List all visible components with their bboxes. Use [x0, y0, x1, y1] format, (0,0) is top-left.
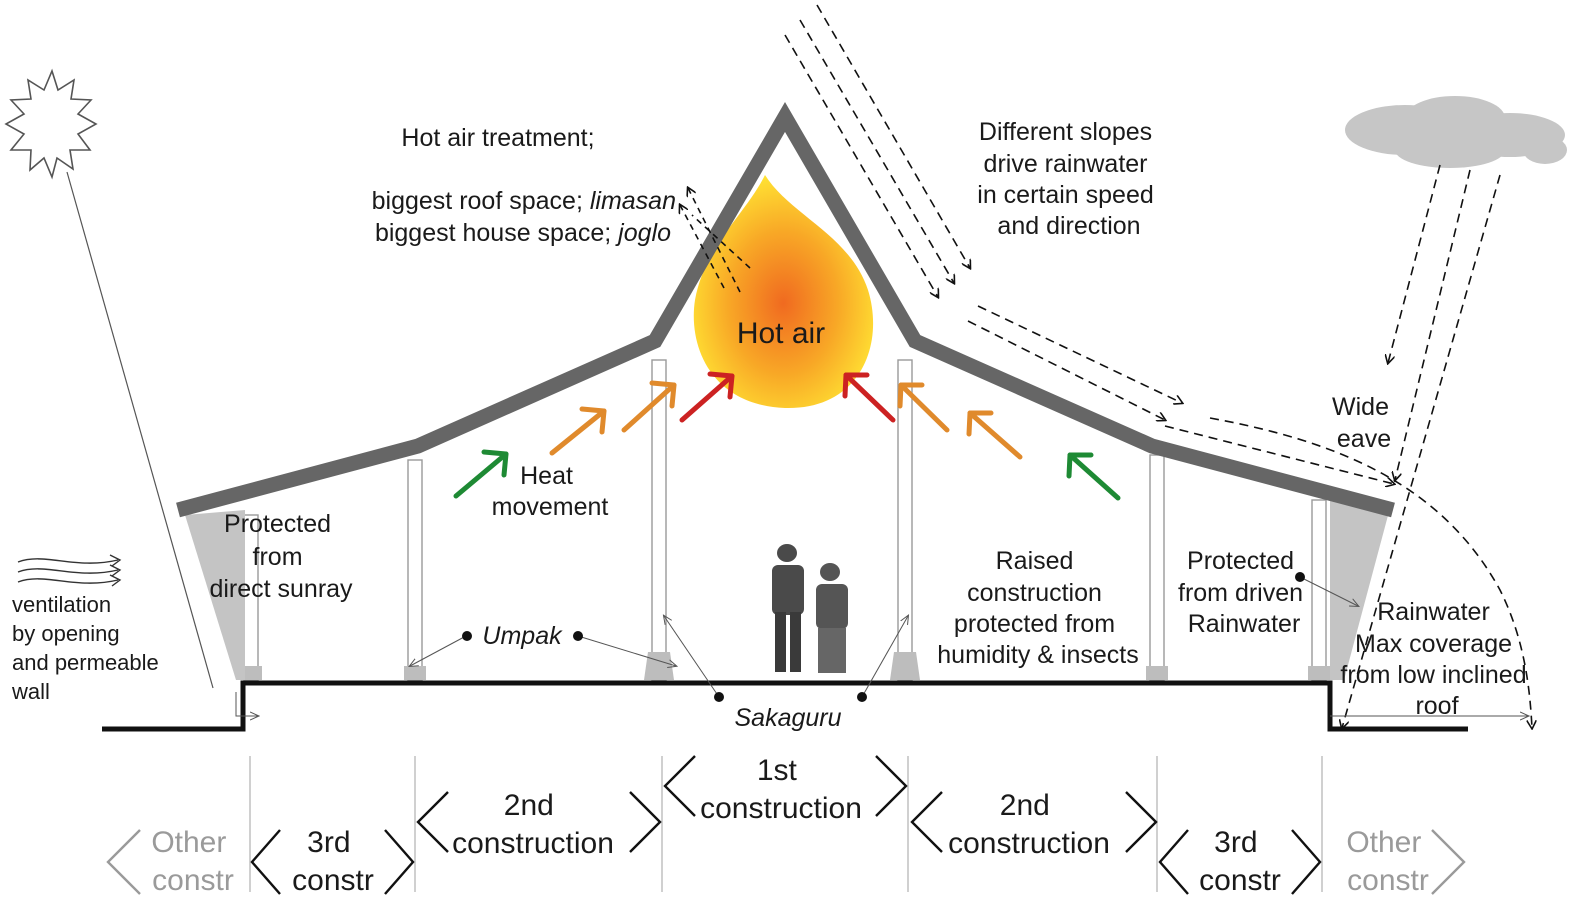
sun-icon	[4, 68, 98, 180]
slopes-label: Different slopes drive rainwater in cert…	[977, 118, 1160, 240]
rainwater-coverage-label: Rainwater Max coverage from low inclined…	[1340, 598, 1533, 720]
sunray-line	[66, 171, 214, 689]
wind-icon	[17, 554, 122, 587]
umpak-bases	[240, 652, 1330, 680]
cloud-icon	[1345, 96, 1567, 168]
heat-movement-label: Heat movement	[492, 462, 609, 521]
wide-eave-label: Wide eave	[1332, 393, 1396, 453]
house-space-label: biggest house space; joglo	[375, 219, 671, 247]
people-figure	[772, 544, 848, 673]
pointer-lines	[410, 576, 1528, 716]
protected-rain-label: Protected from driven Rainwater	[1178, 547, 1310, 638]
zone-1st-label: 1st construction	[700, 754, 862, 825]
floor-platform	[102, 680, 1468, 732]
roof-outline	[176, 102, 1395, 518]
ventilation-label: ventilation by opening and permeable wal…	[11, 592, 165, 704]
zone-2nd-left-label: 2nd construction	[452, 789, 614, 860]
pointer-dots	[462, 572, 1305, 702]
rain-flow-lines	[784, 4, 1532, 728]
roof-space-label: biggest roof space; limasan	[372, 187, 676, 215]
zone-2nd-right-label: 2nd construction	[948, 789, 1110, 860]
zone-other-right-label: Other constr	[1346, 826, 1429, 897]
zone-brackets	[106, 755, 1466, 895]
exhaust-arrows	[680, 188, 751, 293]
sakaguru-label: Sakaguru	[734, 704, 841, 732]
umpak-label: Umpak	[482, 622, 563, 650]
zone-other-left-label: Other constr	[151, 826, 234, 897]
zone-dividers	[249, 756, 1323, 892]
eave-shadow-left	[185, 510, 245, 680]
eave-shadow-right	[1330, 500, 1390, 680]
ventilation-entry-arrow	[235, 692, 258, 716]
zone-3rd-left-label: 3rd constr	[292, 826, 374, 897]
heat-arrows	[453, 371, 1121, 501]
hot-air-label: Hot air	[737, 317, 825, 350]
protected-sunray-label: Protected from direct sunray	[209, 510, 353, 603]
raised-construction-label: Raised construction protected from humid…	[937, 547, 1138, 669]
hot-air-flame	[693, 175, 874, 409]
zone-3rd-right-label: 3rd constr	[1199, 826, 1281, 897]
hot-air-treatment-label: Hot air treatment;	[401, 124, 594, 152]
